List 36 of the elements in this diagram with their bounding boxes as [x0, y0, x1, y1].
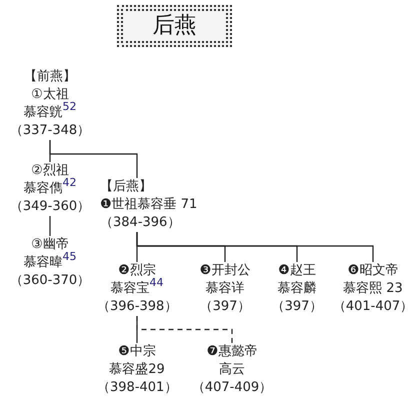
connector-line	[136, 232, 374, 262]
person-text: （398-401）	[97, 379, 177, 397]
person-text: 【后燕】	[100, 178, 153, 196]
person-text: （349-360）	[8, 198, 92, 216]
person-text: 慕容宝$^{44}$	[110, 280, 164, 298]
person-text: 【前燕】	[23, 68, 77, 86]
person-text: ❺中宗	[117, 343, 157, 361]
person-text: ①太祖	[30, 86, 69, 102]
person-text: （401-407）	[332, 298, 414, 316]
person-text: 慕容详	[204, 280, 246, 298]
person-text: ②烈祖	[30, 162, 69, 178]
person-text: 慕容盛29	[108, 361, 166, 379]
person-text: （337-348）	[8, 122, 92, 140]
person-text: ❼惠懿帝	[206, 343, 258, 361]
person-text: 慕容皝$^{52}$	[22, 104, 78, 122]
title: 后燕	[117, 5, 232, 47]
person-text: ❸开封公	[198, 262, 252, 280]
person-text: ❹赵王	[277, 262, 317, 280]
connector-line	[49, 140, 138, 178]
person-text: ❷烈宗	[117, 262, 157, 278]
person-text: ③幽帝	[30, 236, 70, 252]
connector-line	[49, 216, 51, 236]
person-text: ❻昭文帝	[346, 262, 400, 280]
person-text: ❶世祖慕容垂 71	[100, 196, 198, 214]
person-text: （397）	[198, 298, 252, 316]
person-text: （396-398）	[97, 298, 177, 316]
person-text: （384-396）	[100, 214, 182, 232]
person-text: 慕容暐$^{45}$	[22, 254, 78, 272]
person-text: 慕容熙 23	[342, 280, 404, 298]
person-text: 慕容儁$^{42}$	[22, 180, 78, 198]
person-text: （397）	[270, 298, 324, 316]
person-text: （407-409）	[190, 379, 274, 397]
person-text: 慕容麟	[276, 280, 318, 298]
connector-line	[136, 316, 233, 343]
person-text: 高云	[218, 361, 246, 379]
person-text: （360-370）	[8, 272, 92, 290]
